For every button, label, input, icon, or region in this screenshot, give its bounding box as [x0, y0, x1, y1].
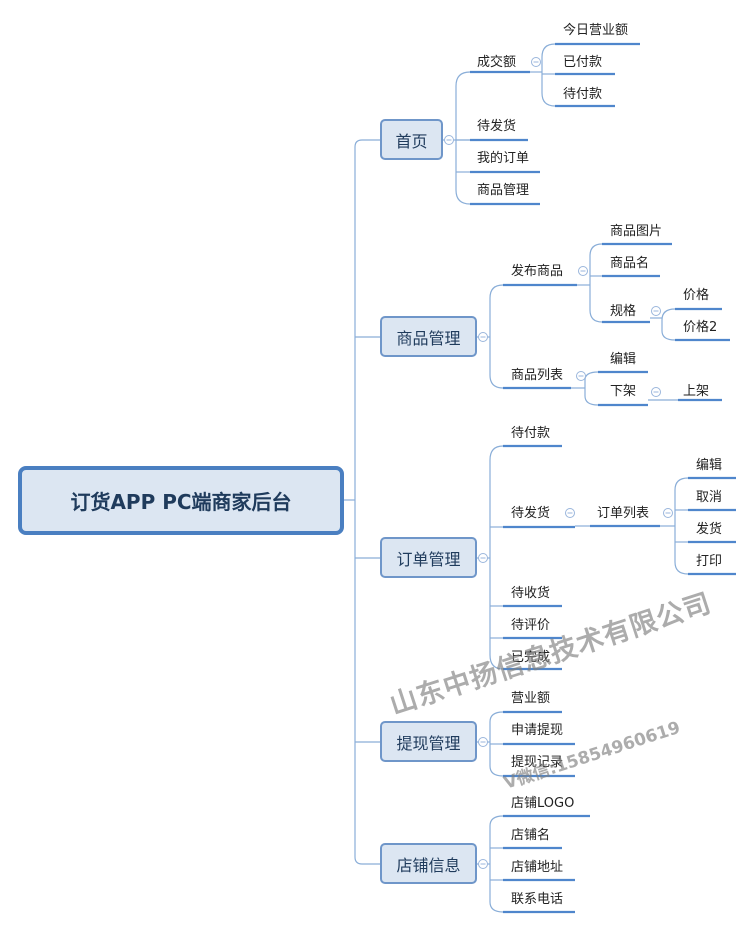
node-order-to-review[interactable]: 待评价 [511, 618, 551, 633]
node-today-revenue[interactable]: 今日营业额 [563, 23, 629, 38]
node-pending-payment[interactable]: 待付款 [563, 87, 603, 102]
node-apply-withdraw[interactable]: 申请提现 [511, 723, 564, 738]
node-price[interactable]: 价格 [683, 288, 710, 303]
node-goods-list[interactable]: 商品列表 [511, 368, 564, 383]
node-to-ship[interactable]: 待发货 [477, 119, 517, 134]
node-deal-amount[interactable]: 成交额 [477, 55, 517, 70]
node-goods-name[interactable]: 商品名 [610, 256, 650, 271]
node-order-list[interactable]: 订单列表 [597, 506, 650, 521]
node-order-cancel[interactable]: 取消 [696, 490, 723, 505]
node-order-completed[interactable]: 已完成 [511, 650, 551, 665]
node-contact-phone[interactable]: 联系电话 [511, 892, 564, 907]
node-publish-goods[interactable]: 发布商品 [511, 264, 564, 279]
node-home[interactable]: 首页 [380, 119, 443, 160]
node-store-logo[interactable]: 店铺LOGO [511, 796, 575, 811]
node-order-to-ship[interactable]: 待发货 [511, 506, 551, 521]
node-order-to-receive[interactable]: 待收货 [511, 586, 551, 601]
node-off-shelf[interactable]: 下架 [610, 384, 637, 399]
node-goods-picture[interactable]: 商品图片 [610, 224, 663, 239]
node-order-management[interactable]: 订单管理 [380, 537, 477, 578]
node-on-shelf[interactable]: 上架 [683, 384, 710, 399]
node-price-2[interactable]: 价格2 [683, 320, 718, 335]
node-store-address[interactable]: 店铺地址 [511, 860, 564, 875]
root-node[interactable]: 订货APP PC端商家后台 [18, 466, 344, 535]
node-goods-management[interactable]: 商品管理 [380, 316, 477, 357]
node-order-print[interactable]: 打印 [696, 554, 723, 569]
node-spec[interactable]: 规格 [610, 304, 637, 319]
node-my-orders[interactable]: 我的订单 [477, 151, 530, 166]
node-withdraw-management[interactable]: 提现管理 [380, 721, 477, 762]
node-goods-edit[interactable]: 编辑 [610, 352, 637, 367]
node-turnover[interactable]: 营业额 [511, 691, 551, 706]
node-order-edit[interactable]: 编辑 [696, 458, 723, 473]
node-order-ship[interactable]: 发货 [696, 522, 723, 537]
node-store-info[interactable]: 店铺信息 [380, 843, 477, 884]
node-store-name[interactable]: 店铺名 [511, 828, 551, 843]
node-order-to-pay[interactable]: 待付款 [511, 426, 551, 441]
node-paid[interactable]: 已付款 [563, 55, 603, 70]
node-home-goods-management[interactable]: 商品管理 [477, 183, 530, 198]
node-withdraw-records[interactable]: 提现记录 [511, 755, 564, 770]
